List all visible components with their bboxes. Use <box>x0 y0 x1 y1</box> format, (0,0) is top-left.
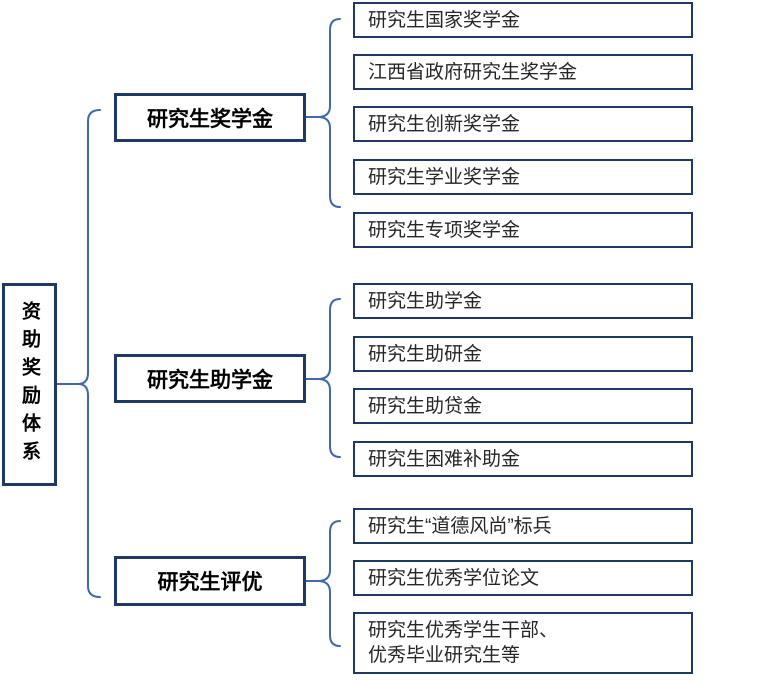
parent-node-stipends: 研究生助学金 <box>114 354 306 403</box>
leaf-node: 研究生助贷金 <box>353 388 693 424</box>
leaf-node: 研究生学业奖学金 <box>353 159 693 195</box>
leaf-node: 研究生助学金 <box>353 283 693 319</box>
leaf-node: 研究生优秀学位论文 <box>353 560 693 596</box>
parent-node-evaluation: 研究生评优 <box>114 556 306 606</box>
leaf-node: 江西省政府研究生奖学金 <box>353 54 693 90</box>
leaf-node: 研究生国家奖学金 <box>353 2 693 38</box>
leaf-node: 研究生优秀学生干部、 优秀毕业研究生等 <box>353 612 693 674</box>
leaf-node: 研究生专项奖学金 <box>353 212 693 248</box>
root-brace <box>77 109 101 598</box>
group1-brace <box>317 18 341 208</box>
parent-node-scholarships: 研究生奖学金 <box>114 93 306 142</box>
leaf-node: 研究生“道德风尚”标兵 <box>353 508 693 544</box>
leaf-node: 研究生困难补助金 <box>353 441 693 477</box>
group3-brace <box>317 520 341 647</box>
leaf-node: 研究生助研金 <box>353 336 693 372</box>
group2-brace <box>317 298 341 458</box>
root-node: 资助奖励体系 <box>2 283 57 486</box>
leaf-node: 研究生创新奖学金 <box>353 106 693 142</box>
